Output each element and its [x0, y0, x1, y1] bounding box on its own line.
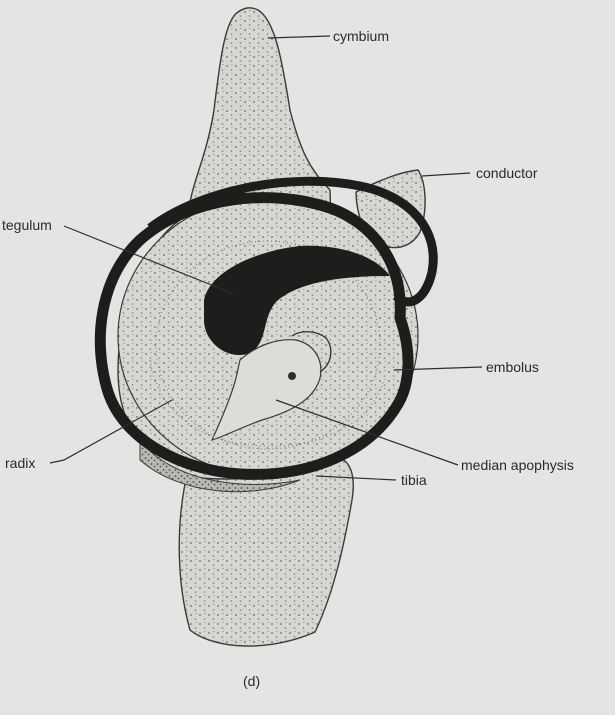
label-embolus: embolus [486, 359, 539, 375]
label-tibia: tibia [401, 472, 427, 488]
label-radix: radix [5, 455, 35, 471]
median-apophysis-pore [288, 372, 296, 380]
label-tegulum: tegulum [2, 217, 52, 233]
label-conductor: conductor [476, 165, 538, 181]
cymbium-leader [268, 36, 330, 38]
label-median-apophysis: median apophysis [461, 457, 574, 473]
label-cymbium: cymbium [333, 28, 389, 44]
figure-caption: (d) [243, 673, 260, 689]
conductor-leader [422, 173, 470, 176]
